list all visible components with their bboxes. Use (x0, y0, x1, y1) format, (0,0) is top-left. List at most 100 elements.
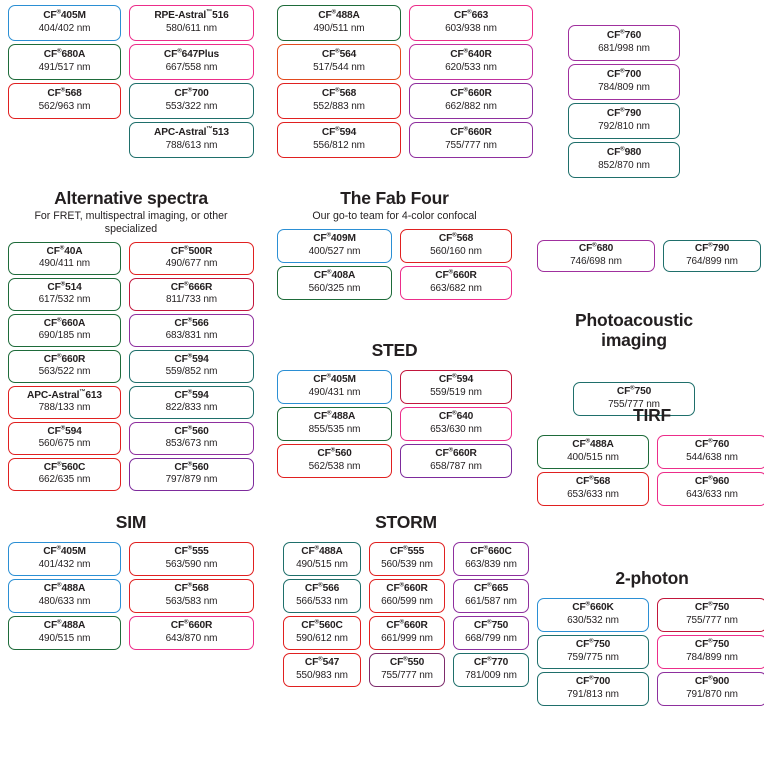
trademark-mark: ® (585, 600, 591, 608)
fluorophore-wavelengths: 559/519 nm (430, 386, 482, 398)
fluorophore-name: CF®560 (174, 424, 209, 437)
fluorophore-name: CF®40A (46, 244, 83, 257)
trademark-mark: ® (487, 618, 492, 626)
trademark-mark: ® (403, 655, 408, 663)
trademark-mark: ® (467, 8, 472, 16)
fluorophore-wavelengths: 663/682 nm (430, 282, 482, 294)
fluorophore-wavelengths: 556/812 nm (313, 139, 365, 151)
fluorophore-wavelengths: 560/675 nm (38, 438, 91, 449)
fluorophore-wavelengths: 853/673 nm (165, 438, 218, 449)
fluorophore-name: CF®568 (575, 474, 611, 487)
fluorophore-wavelengths: 560/160 nm (430, 245, 482, 257)
fluorophore-wavelengths: 562/538 nm (308, 460, 361, 472)
fluorophore-wavelengths: 400/527 nm (308, 245, 361, 257)
fluorophore-name: CF®647Plus (163, 47, 220, 60)
trademark-mark: ® (57, 460, 62, 468)
fluorophore-wavelengths: 788/133 nm (38, 402, 91, 413)
trademark-mark: ® (589, 637, 594, 645)
fluorophore-wavelengths: 643/633 nm (686, 488, 738, 500)
fluorophore-name: CF®960 (694, 474, 730, 487)
fluorophore-name: CF®568 (438, 231, 474, 244)
